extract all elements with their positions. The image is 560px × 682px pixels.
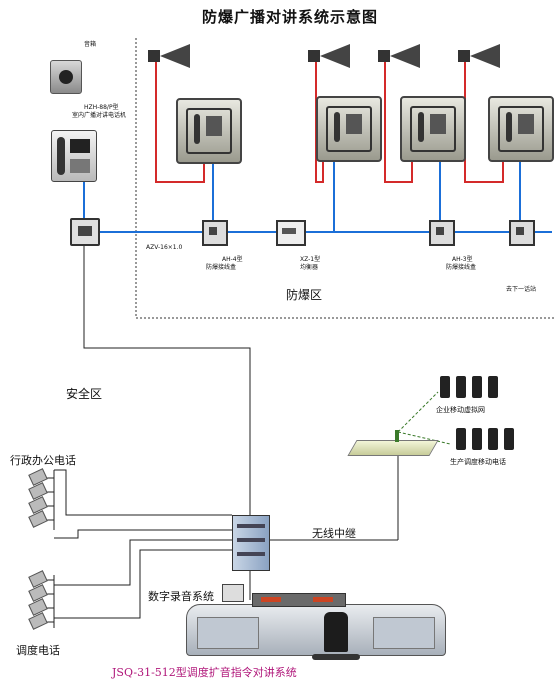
mobile-phone-icon [488, 376, 498, 398]
safe-zone-wiring [42, 240, 399, 628]
ah4-model-label: AH-4型 [222, 256, 243, 263]
mobile-phone-icon [440, 376, 450, 398]
speaker-box [50, 60, 82, 94]
chair-base-icon [312, 654, 360, 660]
junction-core [78, 226, 92, 236]
antenna-icon [395, 430, 399, 442]
console-control-panel [252, 593, 346, 607]
explosion-proof-station [176, 98, 242, 164]
enterprise-net-label: 企业移动虚拟网 [436, 406, 485, 414]
horn-speaker-icon [458, 44, 502, 68]
main-junction-box [70, 218, 100, 246]
ah4-name-label: 防爆接线盒 [206, 264, 237, 271]
ah3-junction-box [509, 220, 535, 246]
horn-speaker-icon [148, 44, 192, 68]
monitor-icon [222, 584, 244, 602]
signal-bus [83, 160, 552, 233]
digital-recording-label: 数字录音系统 [148, 590, 214, 603]
explosion-proof-station [316, 96, 382, 162]
office-chair-icon [324, 612, 348, 652]
dispatch-console [186, 604, 446, 656]
ah4-junction-box [202, 220, 228, 246]
keypad-icon [70, 139, 90, 153]
system-name-caption: JSQ-31-512型调度扩音指令对讲系统 [112, 666, 297, 679]
explosion-proof-station [488, 96, 554, 162]
mobile-phone-icon [456, 428, 466, 450]
wireless-relay-label: 无线中继 [312, 527, 356, 540]
speaker-label: 音箱 [84, 41, 97, 48]
admin-phones-label: 行政办公电话 [10, 454, 76, 467]
explosion-zone-label: 防爆区 [286, 288, 323, 302]
wireless-antenna-panel [347, 440, 439, 456]
explosion-zone-boundary [135, 38, 556, 319]
mobile-phone-icon [472, 428, 482, 450]
ah3-model-label: AH-3型 [452, 256, 473, 263]
enterprise-phones-group [440, 376, 502, 400]
diagram-title: 防爆广播对讲系统示意图 [202, 8, 379, 26]
indoor-phone [51, 130, 97, 182]
next-station-label: 去下一话站 [506, 286, 537, 293]
handset-icon [57, 137, 65, 175]
dispatch-phones-label: 调度电话 [16, 644, 60, 657]
ah3-name-label: 防爆接线盒 [446, 264, 477, 271]
wireless-links [397, 391, 451, 445]
phone-name-label: 室内广播对讲电话机 [72, 112, 127, 119]
explosion-proof-station [400, 96, 466, 162]
horn-speaker-icon [308, 44, 352, 68]
mobile-phone-icon [456, 376, 466, 398]
safe-zone-label: 安全区 [66, 387, 103, 401]
balancer-model-label: XZ-1型 [300, 256, 321, 263]
horn-speaker-icon [378, 44, 422, 68]
phone-model-label: HZH-88/P型 [84, 104, 119, 111]
speaker-cone-icon [59, 70, 73, 84]
ah3-junction-box [429, 220, 455, 246]
switch-cabinet [232, 515, 270, 571]
balancer-name-label: 均衡器 [300, 264, 319, 271]
phone-panel [70, 159, 90, 173]
production-phones-group [456, 428, 518, 452]
mobile-phone-icon [472, 376, 482, 398]
mobile-phone-icon [488, 428, 498, 450]
cable-label: AZV-16×1.0 [146, 244, 183, 251]
balancer-box [276, 220, 306, 246]
mobile-phone-icon [504, 428, 514, 450]
production-phones-label: 生产调度移动电话 [450, 458, 506, 466]
